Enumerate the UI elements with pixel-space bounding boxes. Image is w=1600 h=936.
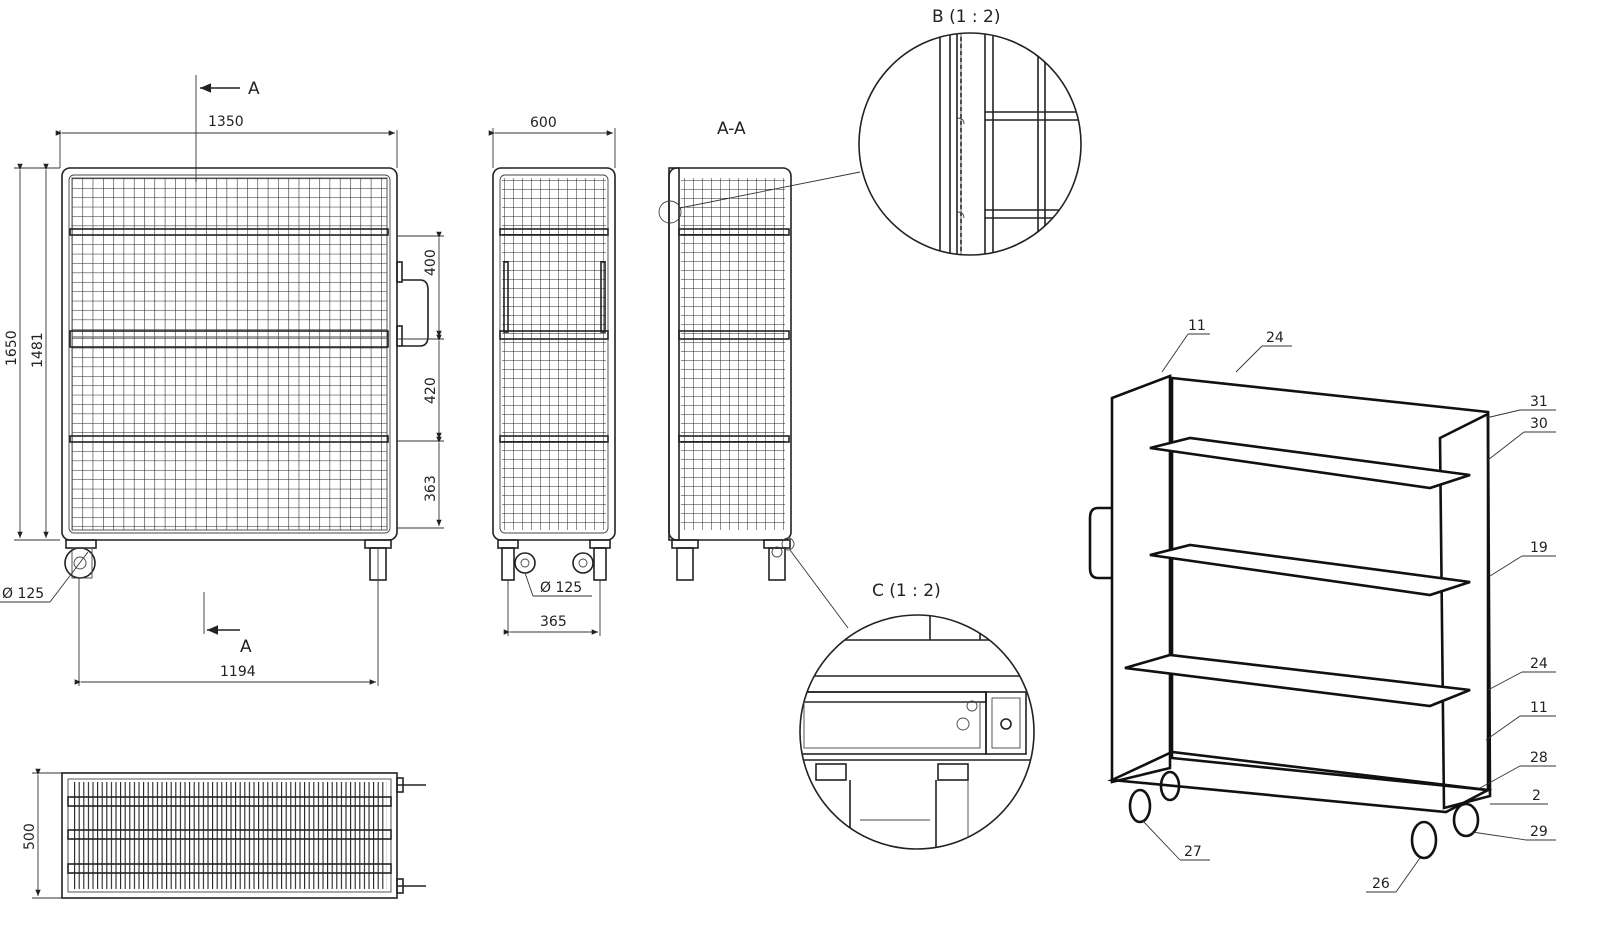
callout-24-top: 24 — [1266, 330, 1284, 346]
section-marker-top: A — [195, 75, 260, 182]
side-wheel-label: Ø 125 — [540, 580, 582, 596]
iso-shelf-2 — [1149, 543, 1471, 597]
segment-label-2: 420 — [423, 377, 439, 404]
segment-label-3: 363 — [423, 475, 439, 502]
front-shelf-2 — [69, 330, 389, 348]
front-width-dimension: 1350 — [55, 114, 398, 168]
front-wheel-left — [64, 539, 97, 579]
detail-c-marker — [781, 537, 795, 551]
top-slats — [72, 782, 387, 889]
front-handle — [396, 261, 429, 347]
section-shelf-1 — [678, 228, 790, 236]
iso-left-panel — [1110, 374, 1172, 784]
iso-shelf-3 — [1124, 653, 1471, 708]
section-view: A-A — [658, 119, 861, 629]
side-wheel-span-label: 365 — [540, 614, 567, 630]
section-marker-bottom-label: A — [240, 637, 252, 657]
top-view: 500 — [22, 768, 426, 899]
isometric-view: 11 24 31 30 19 24 11 28 2 2 — [1088, 318, 1556, 893]
detail-b-title: B (1 : 2) — [932, 7, 1001, 27]
section-title: A-A — [717, 119, 746, 139]
side-wheels — [497, 539, 611, 581]
front-shelf-3 — [69, 435, 389, 443]
top-frame — [61, 772, 398, 899]
front-view: A 1350 1650 1481 — [0, 75, 444, 686]
callout-28: 28 — [1530, 750, 1548, 766]
callout-11-top: 11 — [1188, 318, 1206, 334]
side-wheel-span-dimension: 365 — [503, 580, 601, 636]
detail-c: C (1 : 2) — [799, 581, 1035, 850]
iso-right-panel — [1438, 411, 1492, 810]
iso-callouts: 11 24 31 30 19 24 11 28 2 2 — [1141, 318, 1556, 893]
front-width-label: 1350 — [208, 114, 244, 130]
base-width-label: 1194 — [220, 664, 256, 680]
front-frame-inner — [68, 174, 391, 534]
detail-b-marker — [658, 200, 682, 224]
callout-31: 31 — [1530, 394, 1548, 410]
side-shelf-3 — [499, 435, 609, 443]
top-depth-label: 500 — [22, 823, 38, 850]
front-wheel-diameter-callout: Ø 125 — [0, 551, 89, 603]
side-shelf-2 — [499, 330, 609, 340]
callout-30: 30 — [1530, 416, 1548, 432]
callout-19: 19 — [1530, 540, 1548, 556]
front-frame — [61, 167, 398, 541]
detail-b-leader — [679, 171, 861, 209]
side-frame — [492, 167, 616, 541]
section-marker-bottom: A — [203, 592, 252, 657]
callout-29: 29 — [1530, 824, 1548, 840]
callout-27: 27 — [1184, 844, 1202, 860]
detail-b: B (1 : 2) — [858, 7, 1082, 256]
inner-height-label: 1481 — [30, 332, 46, 368]
detail-c-title: C (1 : 2) — [872, 581, 941, 601]
section-mesh — [681, 178, 785, 530]
front-base-dimension: 1194 — [74, 578, 379, 686]
section-wheels — [671, 539, 791, 581]
front-height-dimensions: 1650 1481 — [4, 163, 60, 541]
iso-shelf-1 — [1149, 436, 1471, 490]
segment-label-1: 400 — [423, 249, 439, 276]
front-wheel-label: Ø 125 — [2, 586, 44, 602]
front-shelf-1 — [69, 228, 389, 236]
side-mesh — [502, 178, 606, 530]
front-mesh — [72, 178, 387, 530]
side-view: 600 Ø 125 365 — [488, 115, 616, 636]
section-marker-top-label: A — [248, 79, 260, 99]
front-wheel-right — [364, 539, 392, 581]
iso-handle — [1088, 506, 1112, 580]
callout-11-right: 11 — [1530, 700, 1548, 716]
callout-26: 26 — [1372, 876, 1390, 892]
iso-wheels — [1128, 770, 1480, 860]
side-wheel-diameter-callout: Ø 125 — [524, 572, 592, 597]
side-width-label: 600 — [530, 115, 557, 131]
overall-height-label: 1650 — [4, 330, 20, 366]
iso-base — [1107, 750, 1493, 814]
section-shelf-3 — [678, 435, 790, 443]
side-shelf-1 — [499, 228, 609, 236]
front-segment-dimensions: 400 420 363 — [397, 231, 444, 529]
detail-c-leader — [789, 549, 849, 629]
callout-2: 2 — [1532, 788, 1541, 804]
section-shelf-2 — [678, 330, 790, 340]
callout-24-right: 24 — [1530, 656, 1548, 672]
